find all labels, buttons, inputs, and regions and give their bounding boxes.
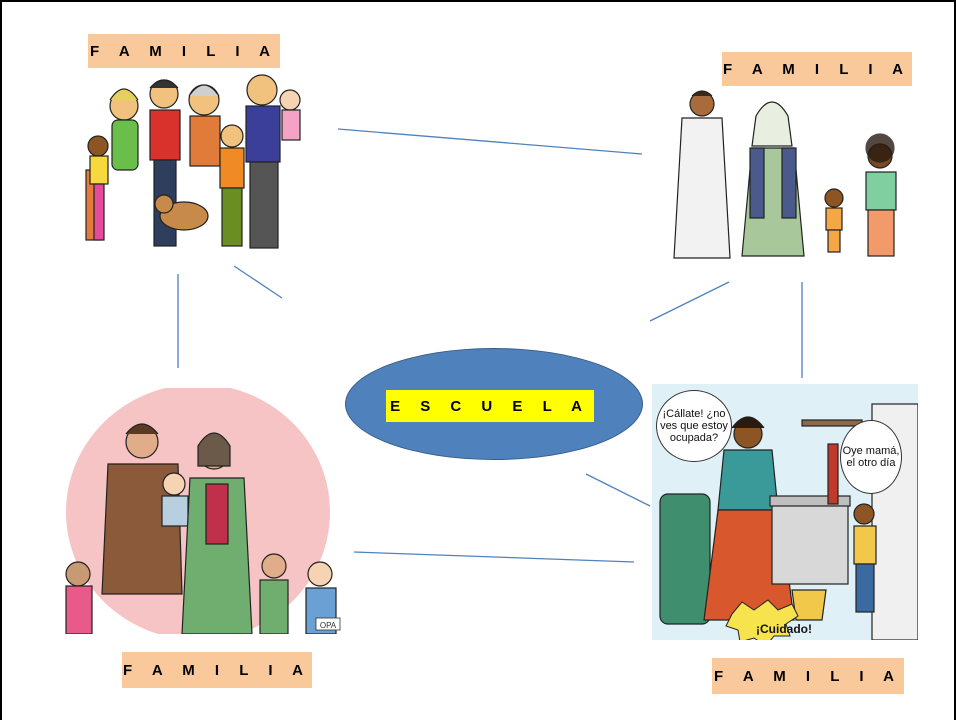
family-label-bottom-left: F A M I L I A [122,652,312,688]
warning-label: ¡Cuidado! [756,622,812,636]
signature-text: OPA [320,621,337,630]
school-label: E S C U E L A [386,390,594,422]
connector-br-center [585,473,651,507]
connector-tl-center [233,265,283,299]
comic-image-bottom-right: ¡Cállate! ¿no ves que estoy ocupada? Oye… [652,384,918,640]
family-image-top-right [654,86,918,264]
speech-bubble-mother: ¡Cállate! ¿no ves que estoy ocupada? [656,390,732,462]
connector-tl-tr [337,128,643,155]
connector-tr-center [649,281,730,322]
connector-bl-br [353,551,635,563]
family-label-top-right: F A M I L I A [722,52,912,86]
family-image-bottom-left: OPA [38,384,344,640]
family-label-top-left: F A M I L I A [88,34,280,68]
speech-bubble-girl: Oye mamá, el otro día [840,420,902,494]
family-label-bottom-right: F A M I L I A [712,658,904,694]
family-image-top-left [54,66,322,266]
